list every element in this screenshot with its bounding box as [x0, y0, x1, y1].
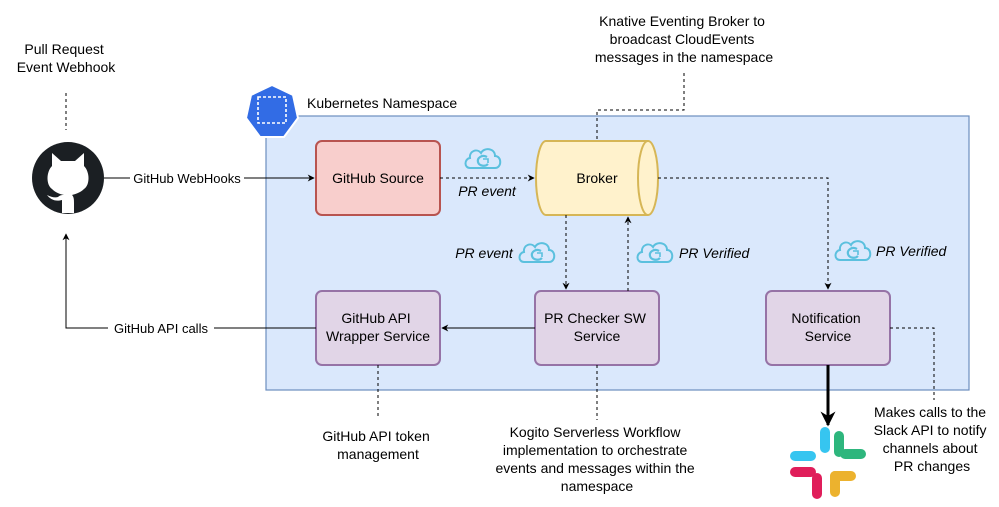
pr-verified-label-2: PR Verified: [876, 243, 948, 259]
slack-icon: [790, 427, 866, 499]
pull-request-note: Pull Request Event Webhook: [17, 41, 117, 75]
kubernetes-icon: [244, 83, 300, 138]
broker-to-notification-edge: [658, 177, 832, 290]
slack-note: Makes calls to the Slack API to notify c…: [874, 404, 991, 474]
broker-node: [535, 140, 659, 216]
github-icon: [32, 142, 104, 214]
wrapper-to-github-edge: [62, 233, 316, 329]
namespace-label: Kubernetes Namespace: [307, 95, 457, 111]
kogito-note: Kogito Serverless Workflow implementatio…: [495, 424, 698, 494]
broker-label: Broker: [576, 170, 618, 186]
broker-note: Knative Eventing Broker to broadcast Clo…: [595, 13, 773, 65]
pr-event-label-2: PR event: [455, 245, 514, 261]
github-api-wrapper-label: GitHub API Wrapper Service: [326, 310, 430, 344]
github-source-label: GitHub Source: [332, 170, 424, 186]
pr-verified-label-1: PR Verified: [679, 245, 751, 261]
pr-event-label-1: PR event: [458, 183, 517, 199]
pr-checker-label: PR Checker SW Service: [544, 310, 650, 344]
webhooks-edge-label: GitHub WebHooks: [133, 171, 241, 186]
notification-label: Notification Service: [791, 310, 864, 344]
token-note: GitHub API token management: [322, 428, 433, 462]
api-calls-edge-label: GitHub API calls: [114, 321, 208, 336]
